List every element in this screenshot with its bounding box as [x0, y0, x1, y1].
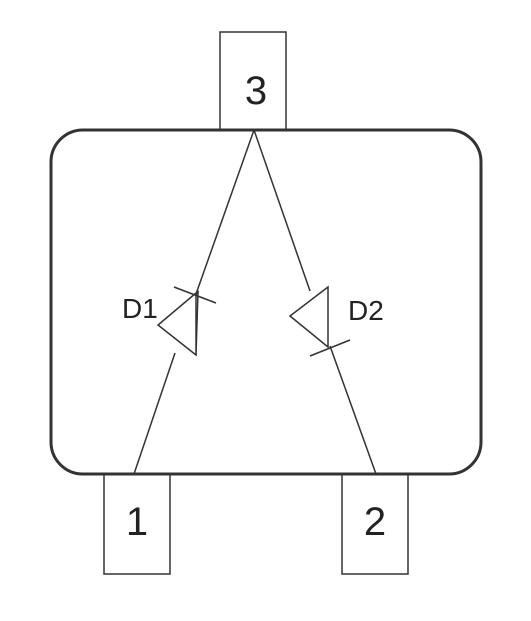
pin-3-number: 3 [245, 69, 267, 113]
diode-d2-triangle [288, 285, 329, 349]
diode-d1-label: D1 [122, 293, 158, 324]
pin-1-lead [103, 473, 171, 575]
pin-2-number: 2 [364, 500, 386, 544]
wire-pin3-to-d2 [253, 129, 311, 292]
pin-1-number: 1 [126, 500, 148, 544]
diode-d2-symbol [288, 285, 351, 357]
package-body [49, 128, 483, 476]
diode-d2-label: D2 [348, 295, 384, 326]
wire-pin3-to-d1 [195, 129, 255, 295]
wire-d1-to-pin1 [133, 352, 176, 475]
diode-d1-cathode-bar [173, 286, 217, 304]
diode-d1-symbol [156, 286, 217, 357]
wire-d2-to-pin2 [329, 345, 377, 475]
diode-d2-cathode-bar [309, 339, 351, 357]
pin-3-lead [219, 31, 287, 131]
